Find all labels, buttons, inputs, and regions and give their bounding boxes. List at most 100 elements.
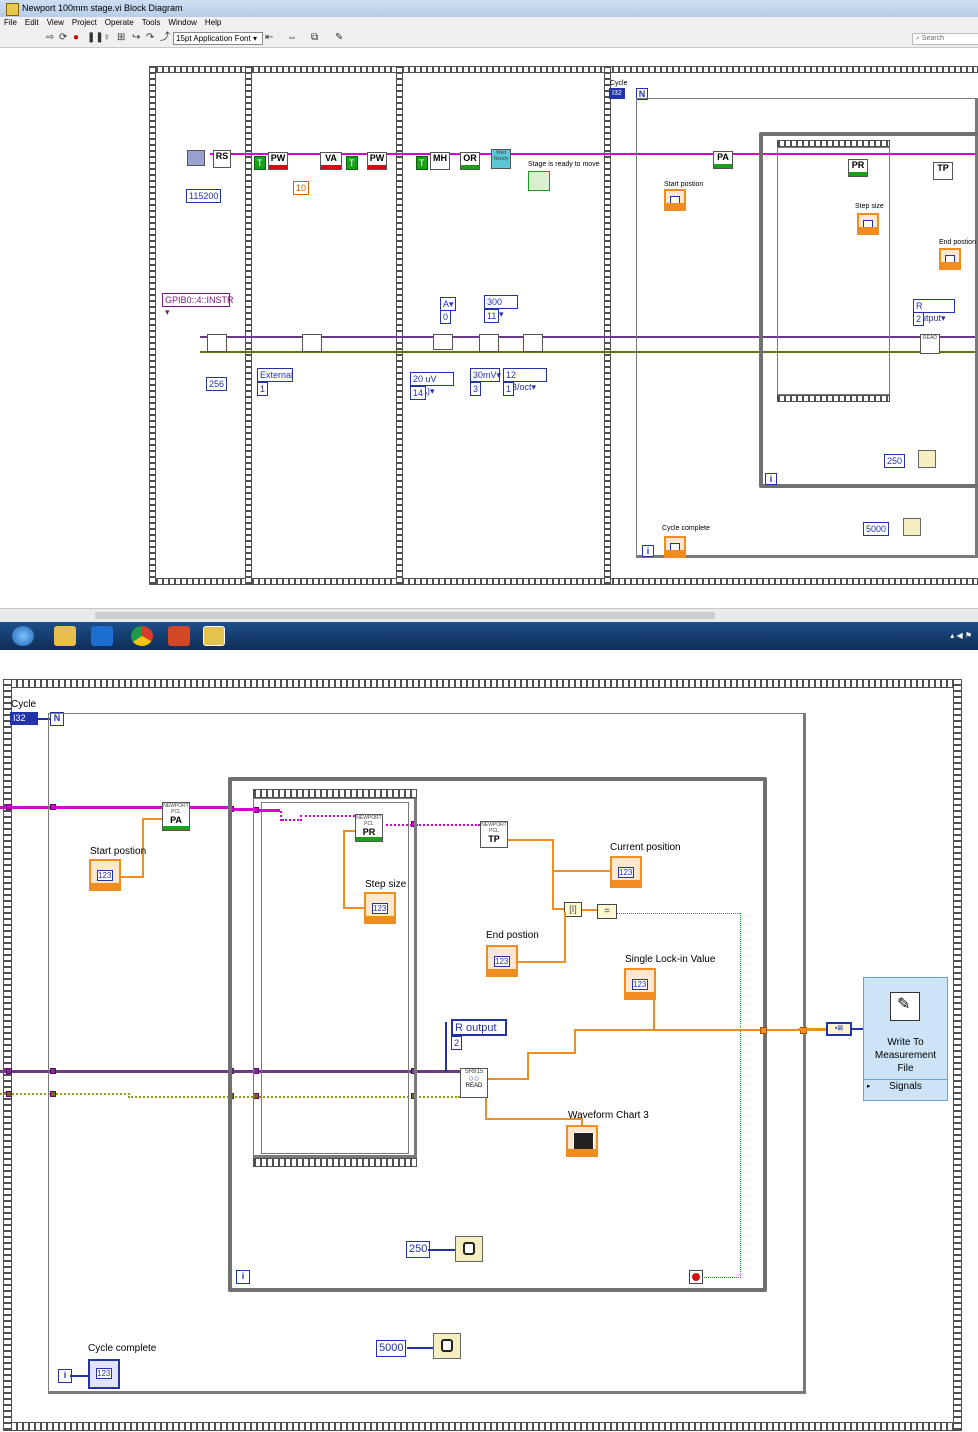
external-value[interactable]: 1 bbox=[257, 382, 269, 396]
menu-edit[interactable]: Edit bbox=[24, 18, 39, 27]
menu-help[interactable]: Help bbox=[204, 18, 222, 27]
wait-5000-constant-top[interactable]: 5000 bbox=[863, 522, 890, 536]
reorder-icon[interactable]: ⧉ bbox=[311, 32, 319, 43]
r-output-ring[interactable]: R output ▾ bbox=[451, 1019, 507, 1049]
horizontal-scrollbar[interactable] bbox=[0, 608, 978, 623]
r-output-value-top[interactable]: 2 bbox=[913, 312, 925, 326]
baud-rate-constant[interactable]: 115200 bbox=[186, 189, 222, 203]
pcl-pr-vi-top[interactable]: PR bbox=[848, 159, 868, 177]
sr-input-vi[interactable] bbox=[433, 334, 453, 350]
step-size-control-top[interactable] bbox=[857, 213, 879, 235]
const-10[interactable]: 10 bbox=[293, 181, 310, 195]
align-objects-icon[interactable]: ⇤ bbox=[265, 32, 274, 43]
sr-tc-vi[interactable] bbox=[523, 334, 543, 352]
run-continuous-icon[interactable]: ⟳ bbox=[59, 32, 68, 43]
pcl-pw2-vi[interactable]: PW bbox=[367, 152, 387, 170]
menu-operate[interactable]: Operate bbox=[104, 18, 134, 27]
visa-open-vi[interactable] bbox=[207, 334, 227, 352]
time-constant-value[interactable]: 11 bbox=[484, 309, 500, 323]
menu-view[interactable]: View bbox=[46, 18, 64, 27]
pcl-pa-vi-top[interactable]: PA bbox=[713, 151, 733, 169]
file-explorer-icon[interactable] bbox=[54, 626, 76, 646]
menu-tools[interactable]: Tools bbox=[141, 18, 161, 27]
cleanup-diagram-icon[interactable]: ✎ bbox=[335, 32, 344, 43]
a-value[interactable]: 0 bbox=[440, 310, 452, 324]
cycle-control[interactable]: I32 bbox=[10, 712, 38, 725]
pcl-rs-vi[interactable]: RS bbox=[213, 150, 231, 168]
slope-ring[interactable]: 12 dB/oct▾ bbox=[503, 368, 547, 392]
r-output-ring-top[interactable]: R output▾ bbox=[913, 299, 955, 323]
end-position-control[interactable]: 123 bbox=[486, 945, 518, 977]
pcl-va-vi[interactable]: VA bbox=[320, 152, 342, 170]
visa-config-serial-vi[interactable] bbox=[187, 150, 205, 166]
wait-ready-vi[interactable]: Wait Ready bbox=[491, 149, 511, 169]
step-size-control[interactable]: 123 bbox=[364, 892, 396, 924]
sr-external-vi[interactable] bbox=[302, 334, 322, 352]
slope-value[interactable]: 1 bbox=[503, 382, 515, 396]
wait-5000-constant[interactable]: 5000 bbox=[376, 1340, 407, 1357]
bool-true-3[interactable]: T bbox=[416, 156, 428, 170]
bool-true-2[interactable]: T bbox=[346, 156, 358, 170]
menu-project[interactable]: Project bbox=[71, 18, 97, 27]
step-over-icon[interactable]: ↷ bbox=[146, 32, 155, 43]
pcl-mh-vi[interactable]: MH bbox=[430, 152, 450, 170]
sensitivity-ring[interactable]: 20 uV (pA)▾ bbox=[410, 372, 454, 396]
font-selector[interactable]: 15pt Application Font ▾ bbox=[173, 32, 263, 45]
retain-wire-values-icon[interactable]: ⊞ bbox=[117, 32, 126, 43]
r-output-value[interactable]: 2 bbox=[451, 1036, 463, 1050]
bool-true-1[interactable]: T bbox=[254, 156, 266, 170]
const-256[interactable]: 256 bbox=[206, 377, 228, 391]
media-player-icon[interactable] bbox=[91, 626, 113, 646]
menu-window[interactable]: Window bbox=[168, 18, 197, 27]
start-position-control[interactable]: 123 bbox=[89, 859, 121, 891]
wait-ms-timer-top-inner[interactable] bbox=[918, 450, 936, 468]
search-input[interactable]: ⌕ Search bbox=[912, 33, 978, 45]
wait-250-constant-top[interactable]: 250 bbox=[884, 454, 906, 468]
highlight-execution-icon[interactable]: ♀ bbox=[103, 32, 111, 43]
menu-file[interactable]: File bbox=[4, 18, 17, 27]
a-ring[interactable]: A▾ bbox=[440, 297, 456, 311]
sr-sens-vi[interactable] bbox=[479, 334, 499, 352]
sr-read-vi[interactable]: SR815○○READ bbox=[460, 1068, 488, 1098]
wait-ms-timer-top-outer[interactable] bbox=[903, 518, 921, 536]
block-diagram-canvas-top[interactable]: RS 115200 GPIB0::4::INSTR ▾ 256 T PW VA … bbox=[0, 48, 978, 608]
cycle-control-top[interactable]: I32 bbox=[609, 88, 625, 99]
step-into-icon[interactable]: ↪ bbox=[132, 32, 141, 43]
time-constant-ring[interactable]: 300 ms▾ bbox=[484, 295, 518, 319]
system-tray-icons[interactable]: ▴ ◀ ⚑ bbox=[950, 631, 972, 640]
reserve-value[interactable]: 3 bbox=[470, 382, 482, 396]
pcl-or-vi[interactable]: OR bbox=[460, 152, 480, 170]
distribute-objects-icon[interactable]: ⇔ bbox=[287, 32, 297, 43]
abort-icon[interactable]: ● bbox=[73, 32, 80, 43]
start-position-control-top[interactable] bbox=[664, 189, 686, 211]
equal-compare-icon[interactable]: = bbox=[597, 904, 617, 919]
labview-taskbar-icon[interactable] bbox=[203, 626, 225, 646]
convert-to-dynamic-data-icon[interactable]: ▪⊠ bbox=[826, 1022, 852, 1036]
pcl-tp-vi-top[interactable]: TP bbox=[933, 162, 953, 180]
wait-250-timer-icon[interactable] bbox=[455, 1236, 483, 1262]
stage-ready-led[interactable] bbox=[528, 171, 550, 191]
pause-icon[interactable]: ❚❚ bbox=[87, 32, 104, 43]
external-ring[interactable]: External ▾ bbox=[257, 368, 293, 392]
pcl-pw-vi[interactable]: PW bbox=[268, 152, 288, 170]
visa-resource-constant[interactable]: GPIB0::4::INSTR ▾ bbox=[162, 293, 234, 317]
run-arrow-icon[interactable]: ⇨ bbox=[46, 32, 55, 43]
step-out-icon[interactable]: ⤴ bbox=[160, 32, 170, 43]
wait-5000-timer-icon[interactable] bbox=[433, 1333, 461, 1359]
chrome-icon[interactable] bbox=[131, 626, 153, 646]
stop-condition-icon[interactable] bbox=[689, 1270, 703, 1284]
sensitivity-value[interactable]: 14 bbox=[410, 386, 427, 400]
end-position-control-top[interactable] bbox=[939, 248, 961, 270]
start-button-icon[interactable] bbox=[12, 626, 34, 646]
wait-250-constant[interactable]: 250 bbox=[406, 1241, 431, 1258]
reserve-ring[interactable]: 30mV▾ bbox=[470, 368, 501, 382]
powerpoint-icon[interactable] bbox=[168, 626, 190, 646]
sr-read-vi-top[interactable]: READ bbox=[920, 334, 940, 354]
round-to-nearest-icon[interactable]: [I] bbox=[564, 902, 582, 917]
scrollbar-thumb[interactable] bbox=[95, 612, 715, 619]
